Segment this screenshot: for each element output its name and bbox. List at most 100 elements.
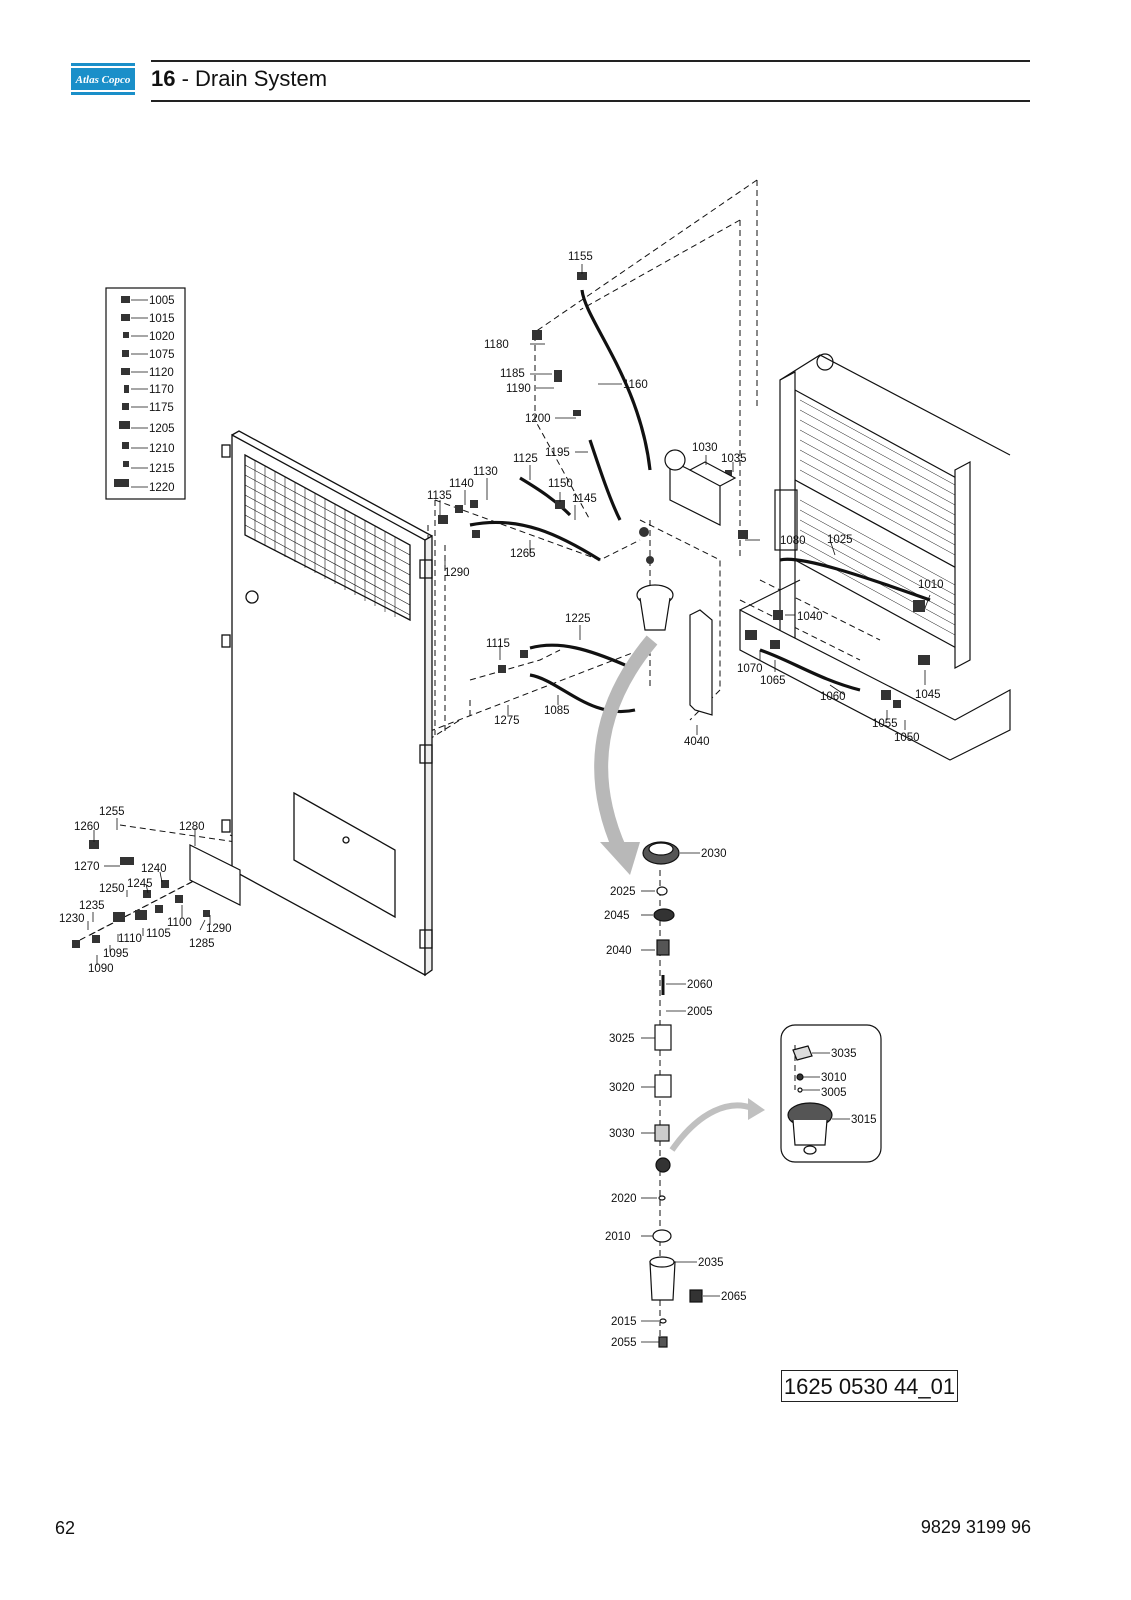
- part-callout: 3005: [821, 1087, 847, 1099]
- part-callout: 2055: [611, 1337, 637, 1349]
- part-callout: 1030: [692, 442, 718, 454]
- part-callout: 1155: [568, 251, 593, 263]
- part-callout: 2040: [606, 945, 632, 957]
- part-callout: 1260: [74, 821, 100, 833]
- part-callout: 1285: [189, 938, 215, 950]
- part-callout: 1255: [99, 806, 125, 818]
- upper-callouts: 1155 1180 1185 1190 1160 1200 1195 1125 …: [427, 251, 944, 748]
- part-callout: 1290: [206, 923, 232, 935]
- part-callout: 1080: [780, 535, 806, 547]
- part-callout: 2025: [610, 886, 636, 898]
- part-callout: 1010: [918, 579, 944, 591]
- atlas-copco-logo: Atlas Copco: [71, 63, 135, 95]
- part-callout: 1160: [623, 379, 648, 391]
- part-callout: 1065: [760, 675, 786, 687]
- drain-bowl-upper: [636, 584, 674, 631]
- legend-label: 1020: [149, 331, 175, 343]
- part-callout: 1135: [427, 490, 452, 502]
- part-callout: 1150: [548, 478, 573, 490]
- drawing-code: 1625 0530 44_01: [781, 1370, 958, 1402]
- legend-label: 1120: [149, 367, 174, 379]
- legend-label: 1170: [149, 384, 174, 396]
- part-callout: 1110: [118, 933, 142, 945]
- part-callout: 2015: [611, 1316, 637, 1328]
- part-callout: 1035: [721, 453, 747, 465]
- detail-inset-parts: [787, 1045, 833, 1155]
- cooler-fins: [799, 399, 956, 636]
- legend-label: 1015: [149, 313, 175, 325]
- part-callout: 1095: [103, 948, 129, 960]
- lower-left-callouts: 1255 1260 1280 1270 1240 1250 1245 1235 …: [59, 806, 232, 975]
- cooler-assembly: [739, 353, 1011, 761]
- part-callout: 2045: [604, 910, 630, 922]
- part-callout: 1195: [545, 447, 570, 459]
- mounting-plate: [189, 844, 241, 906]
- part-callout: 1185: [500, 368, 525, 380]
- part-callout: 1180: [484, 339, 509, 351]
- header-rule-bottom: [151, 100, 1030, 102]
- part-callout: 1125: [513, 453, 538, 465]
- part-callout: 1280: [179, 821, 205, 833]
- part-callout: 1100: [167, 917, 192, 929]
- door-panel: [221, 430, 433, 977]
- part-callout: 1245: [127, 878, 153, 890]
- section-number: 16: [151, 66, 176, 91]
- legend-label: 1005: [149, 295, 175, 307]
- part-callout: 1200: [525, 413, 551, 425]
- legend-label: 1215: [149, 463, 175, 475]
- part-callout: 3030: [609, 1128, 635, 1140]
- part-callout: 1190: [506, 383, 531, 395]
- part-callout: 3010: [821, 1072, 847, 1084]
- hoses: [469, 289, 931, 714]
- part-callout: 2035: [698, 1257, 724, 1269]
- part-callout: 2030: [701, 848, 727, 860]
- part-callout: 1085: [544, 705, 570, 717]
- part-callout: 1270: [74, 861, 100, 873]
- drain-stack-parts: [642, 841, 703, 1348]
- door-grille: [244, 460, 411, 617]
- drain-stack-callouts: 2030 2025 2045 2040 2060 2005 3025 3020 …: [604, 848, 747, 1349]
- part-callout: 1240: [141, 863, 167, 875]
- part-callout: 1140: [449, 478, 474, 490]
- legend-labels: 1005 1015 1020 1075 1120 1170 1175 1205 …: [149, 295, 175, 494]
- part-callout: 1040: [797, 611, 823, 623]
- part-callout: 3015: [851, 1114, 877, 1126]
- part-callout: 2065: [721, 1291, 747, 1303]
- title-separator: -: [175, 66, 196, 91]
- lower-left-hardware: [72, 840, 210, 948]
- part-callout: 3020: [609, 1082, 635, 1094]
- part-callout: 1145: [572, 493, 597, 505]
- part-callout: 2005: [687, 1006, 713, 1018]
- part-callout: 1070: [737, 663, 763, 675]
- part-callout: 2020: [611, 1193, 637, 1205]
- part-callout: 1050: [894, 732, 920, 744]
- part-callout: 2010: [605, 1231, 631, 1243]
- document-number: 9829 3199 96: [920, 1517, 1031, 1537]
- detail-inset-callouts: 3035 3010 3005 3015: [821, 1048, 877, 1126]
- section-title: Drain System: [195, 66, 328, 91]
- part-callout: 3025: [609, 1033, 635, 1045]
- drain-valve-unit: [664, 449, 737, 526]
- bracket-4040: [689, 609, 713, 716]
- part-callout: 1275: [494, 715, 520, 727]
- part-callout: 4040: [684, 736, 710, 748]
- part-callout: 1235: [79, 900, 105, 912]
- leader-lines: [87, 264, 931, 1343]
- page-title: 16 - Drain System: [151, 64, 327, 94]
- part-callout: 1060: [820, 691, 846, 703]
- legend-label: 1175: [149, 402, 174, 414]
- legend-leader-lines: [131, 299, 148, 488]
- part-callout: 1055: [872, 718, 898, 730]
- part-callout: 1090: [88, 963, 114, 975]
- part-callout: 3035: [831, 1048, 857, 1060]
- detail-inset-frame: [780, 1024, 882, 1163]
- part-callout: 1105: [146, 928, 171, 940]
- legend-part-icons: [114, 296, 130, 487]
- dashed-leader-lines: [79, 179, 881, 1345]
- legend-label: 1205: [149, 423, 175, 435]
- part-callout: 1045: [915, 689, 941, 701]
- part-callout: 1250: [99, 883, 125, 895]
- header-rule-top: [151, 60, 1030, 62]
- part-callout: 1025: [827, 534, 853, 546]
